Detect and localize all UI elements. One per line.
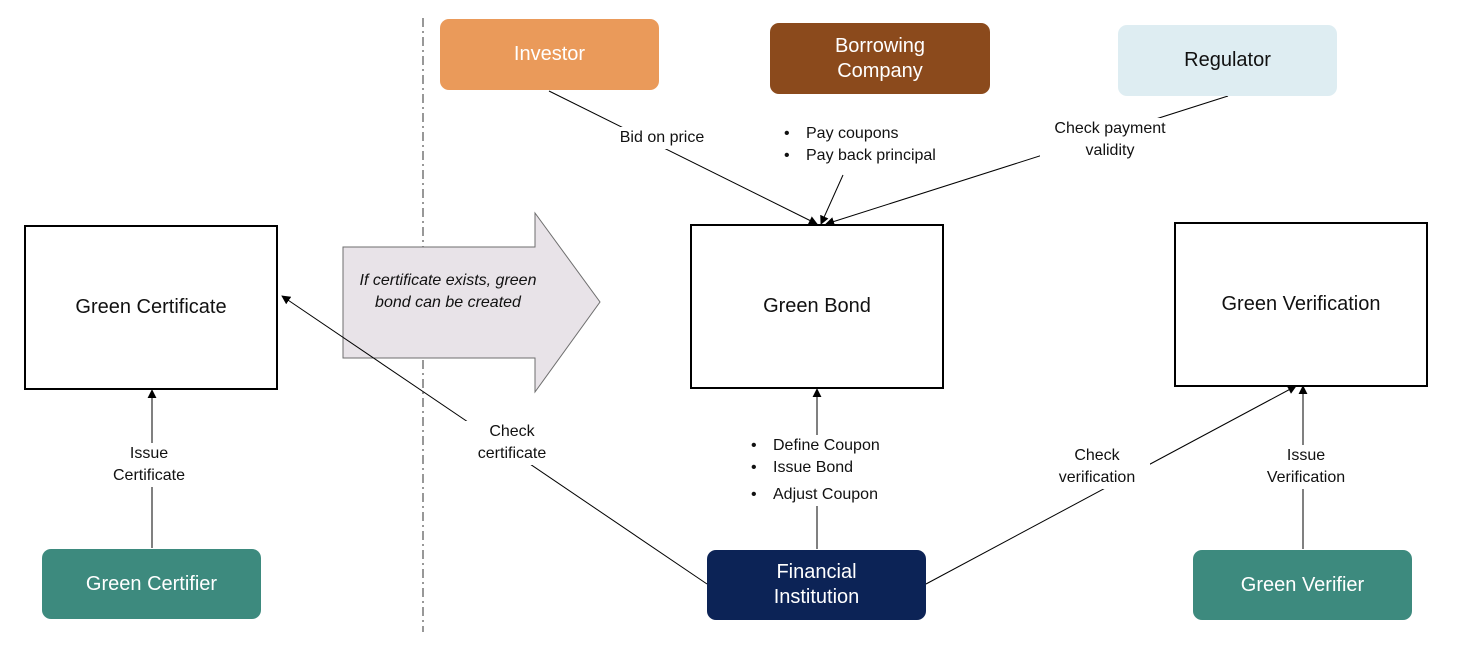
process-arrow-text: If certificate exists, green bond can be…: [359, 272, 537, 311]
list-item: •Pay coupons: [784, 125, 899, 142]
process-arrow-shape: [342, 211, 601, 394]
green-certifier-node[interactable]: Green Certifier: [42, 549, 261, 619]
borrower-actions-list: •Pay coupons •Pay back principal: [780, 123, 940, 167]
check-certificate-label: Check certificate: [461, 421, 563, 465]
list-item: •Define Coupon: [751, 437, 880, 454]
green-bond-box[interactable]: Green Bond: [690, 224, 944, 389]
list-item: •Issue Bond: [751, 459, 854, 476]
green-verification-box[interactable]: Green Verification: [1174, 222, 1428, 387]
check-payment-validity-label: Check payment validity: [1040, 118, 1180, 162]
list-item: •Pay back principal: [784, 147, 936, 164]
connector-regulator-bond: [825, 95, 1229, 226]
regulator-node[interactable]: Regulator: [1118, 25, 1337, 96]
financial-institution-node[interactable]: Financial Institution: [707, 550, 926, 620]
list-item: •Adjust Coupon: [751, 486, 878, 503]
connector-borrower-bond: [820, 174, 844, 225]
green-verifier-node[interactable]: Green Verifier: [1193, 550, 1412, 620]
bid-on-price-label: Bid on price: [606, 127, 718, 149]
green-certificate-box[interactable]: Green Certificate: [24, 225, 278, 390]
borrowing-company-node[interactable]: Borrowing Company: [770, 23, 990, 94]
fi-actions-list: •Define Coupon •Issue Bond •Adjust Coupo…: [747, 435, 884, 506]
connector-investor-bond: [548, 90, 818, 225]
check-verification-label: Check verification: [1044, 445, 1150, 489]
issue-verification-label: Issue Verification: [1253, 445, 1359, 489]
investor-node[interactable]: Investor: [440, 19, 659, 90]
issue-certificate-label: Issue Certificate: [98, 443, 200, 487]
